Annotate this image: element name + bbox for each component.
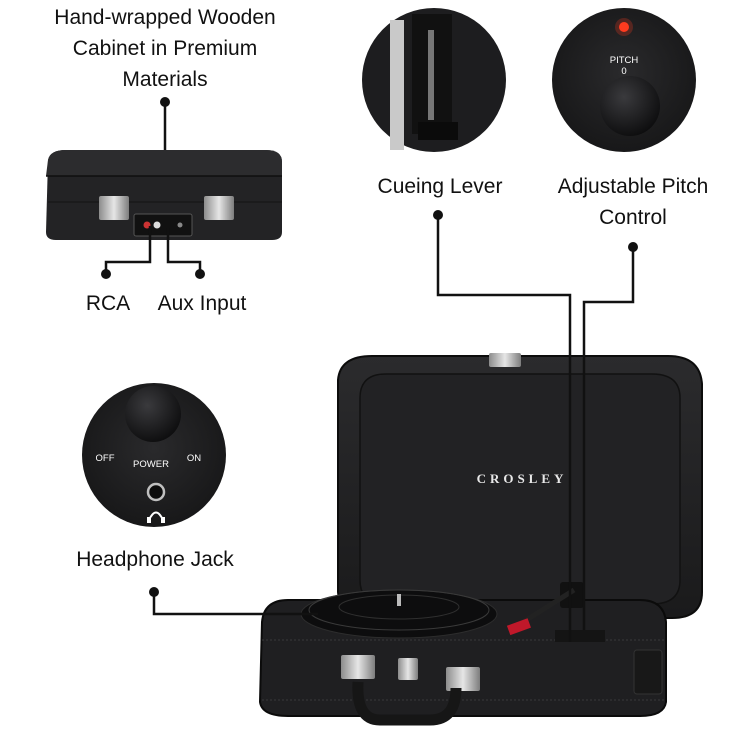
speaker-grille (633, 649, 663, 695)
cueing-lever-closeup (362, 8, 506, 152)
pitch-knob (600, 76, 660, 136)
on-label: ON (187, 453, 201, 464)
pitch-callout-line1: Adjustable Pitch (557, 175, 709, 198)
cabinet-callout: Hand-wrapped Wooden Cabinet in Premium M… (40, 2, 290, 95)
headphone-port-icon (146, 482, 166, 502)
latch-left (99, 196, 129, 220)
open-turntable: CROSLEY (258, 353, 703, 726)
tonearm-base (560, 582, 584, 608)
lid-clasp (489, 353, 521, 367)
aux-input-callout: Aux Input (157, 292, 247, 315)
rear-panel (133, 213, 193, 237)
front-latch-left (341, 655, 375, 679)
tonearm-accent (506, 618, 531, 636)
leader-dots (101, 97, 638, 597)
pitch-label: PITCH (610, 55, 639, 66)
pitch-closeup: PITCH 0 (552, 8, 696, 152)
spindle (397, 594, 401, 606)
front-lock (398, 658, 418, 680)
pitch-callout: Adjustable Pitch Control (548, 171, 718, 233)
pitch-value: 0 (621, 66, 626, 77)
off-label: OFF (96, 453, 115, 464)
rca-callout: RCA (85, 292, 131, 315)
cabinet-callout-line3: Materials (122, 68, 208, 91)
power-closeup: OFF POWER ON (82, 383, 226, 527)
power-label: POWER (133, 459, 169, 470)
closed-case (46, 150, 282, 240)
brand-logo: CROSLEY (477, 471, 568, 486)
pitch-callout-line2: Control (599, 206, 667, 229)
latch-right (204, 196, 234, 220)
cabinet-callout-line2: Cabinet in Premium (72, 37, 258, 60)
indicator-led (619, 22, 629, 32)
headphone-jack-callout: Headphone Jack (76, 548, 234, 571)
cabinet-callout-line1: Hand-wrapped Wooden (54, 6, 276, 29)
cueing-lever-callout: Cueing Lever (377, 175, 503, 198)
power-knob (125, 386, 181, 442)
rca-port-white-icon (153, 221, 161, 229)
leader-lines (104, 102, 635, 642)
front-latch-right (446, 667, 480, 691)
handle (352, 681, 462, 726)
aux-port-icon (177, 222, 183, 228)
tonearm (518, 587, 576, 627)
